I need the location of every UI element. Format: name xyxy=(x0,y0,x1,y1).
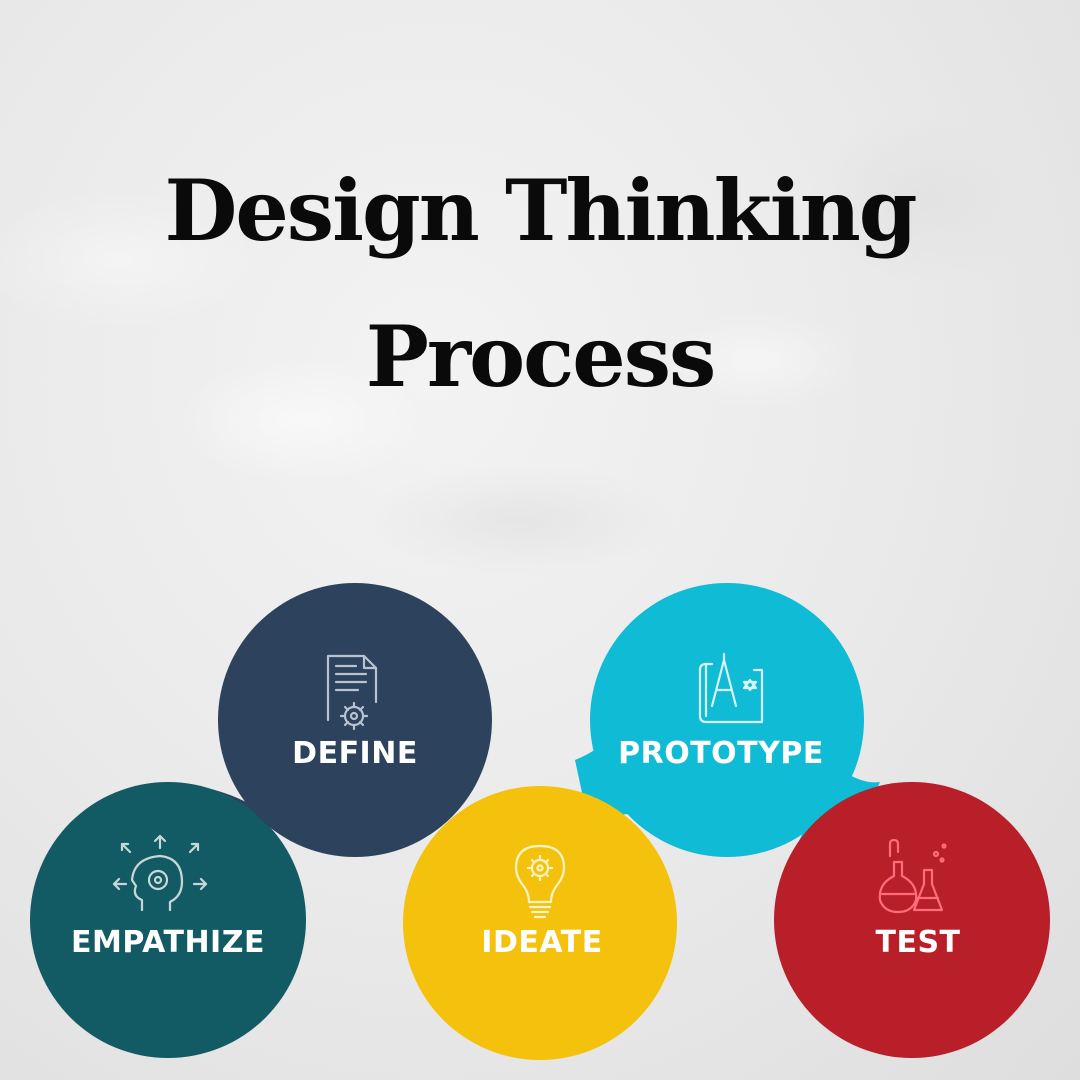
design-thinking-diagram: EMPATHIZE DEFINE IDEATE PROTOTYPE TEST xyxy=(30,583,1050,1060)
lightbulb-gear-icon xyxy=(514,844,566,919)
stage-circle-prototype[interactable] xyxy=(590,583,864,857)
title-line-2: Process xyxy=(365,307,717,406)
stage-label-define: DEFINE xyxy=(292,736,418,771)
stage-circle-empathize[interactable] xyxy=(30,782,306,1058)
stage-label-test: TEST xyxy=(875,925,960,960)
stage-circle-ideate[interactable] xyxy=(403,786,677,1060)
document-gear-icon xyxy=(326,654,378,731)
stage-label-empathize: EMPATHIZE xyxy=(71,925,265,960)
flask-beaker-icon xyxy=(878,838,947,914)
title-line-1: Design Thinking xyxy=(164,161,917,260)
stage-label-prototype: PROTOTYPE xyxy=(618,736,824,771)
stage-label-ideate: IDEATE xyxy=(481,925,602,960)
blueprint-compass-icon xyxy=(698,652,764,724)
head-gear-icon xyxy=(112,834,208,912)
page-title: Design Thinking Process xyxy=(0,138,1080,430)
stage-circle-define[interactable] xyxy=(218,583,492,857)
stage-circle-test[interactable] xyxy=(774,782,1050,1058)
